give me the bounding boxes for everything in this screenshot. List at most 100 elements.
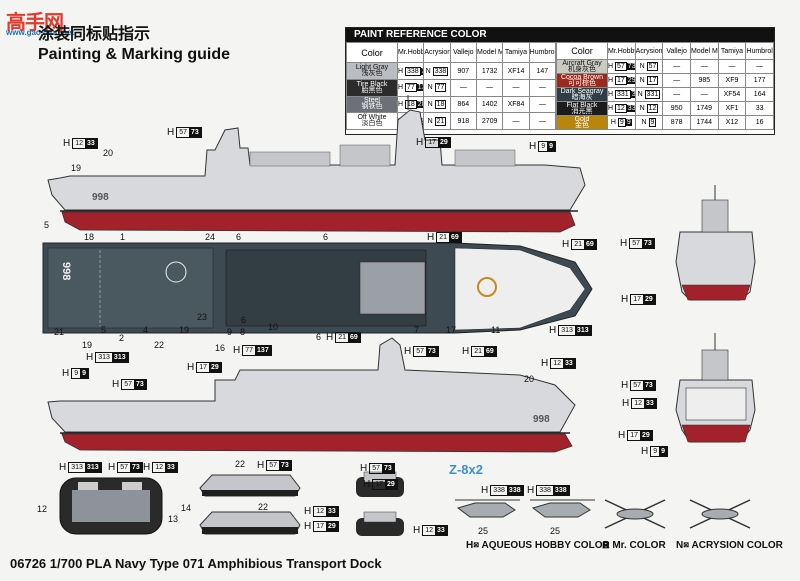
part-number: 19	[71, 163, 82, 173]
part-number: 19	[179, 325, 190, 335]
paint-table-cell: N 9	[634, 115, 664, 130]
part-number: 10	[268, 322, 279, 332]
part-number: 25	[550, 526, 561, 536]
legend-mr-text: Mr. COLOR	[612, 540, 666, 551]
legend-aqueous: H⊠ AQUEOUS HOBBY COLOR	[466, 540, 610, 551]
part-number: 6	[236, 232, 242, 242]
part-number: 18	[84, 232, 95, 242]
part-number: 24	[205, 232, 216, 242]
paint-table-cell: 164	[745, 87, 774, 102]
paint-table-cell: N 21	[423, 112, 451, 130]
part-number: 19	[82, 340, 93, 350]
paint-table-title: PAINT REFERENCE COLOR	[346, 28, 774, 42]
part-number: 2	[119, 333, 125, 343]
paint-table-header: Mr.Hobby	[396, 41, 425, 64]
hovercraft-end-view	[356, 471, 404, 536]
part-number: 6	[323, 232, 329, 242]
part-number: 1	[120, 232, 126, 242]
part-number: 12	[37, 504, 48, 514]
paint-table-header: Acrysion	[423, 41, 451, 64]
site-logo: 高手网 www.gaoshou.net	[6, 6, 74, 40]
part-number: 22	[235, 459, 246, 469]
part-number: 11	[491, 325, 501, 335]
ship-deck-plan: 998	[42, 242, 593, 334]
part-number: 6	[316, 332, 322, 342]
legend-aqueous-text: AQUEOUS HOBBY COLOR	[481, 540, 610, 551]
paint-table-header: Color	[346, 41, 398, 64]
part-number: 5	[44, 220, 50, 230]
legend-mr: ⊠ Mr. COLOR	[602, 540, 666, 551]
logo-url: www.gaoshou.net	[6, 28, 75, 37]
hovercraft-side-view	[199, 474, 301, 535]
part-number: 8	[240, 327, 246, 337]
paint-table-header: Humbrol	[528, 41, 557, 64]
page-title: Painting & Marking guide	[38, 46, 231, 63]
footer-product-title: 06726 1/700 PLA Navy Type 071 Amphibious…	[10, 556, 382, 571]
part-number: 22	[258, 502, 269, 512]
part-number: 17	[446, 325, 457, 335]
ship-bow-view	[675, 185, 756, 301]
hovercraft-top-view	[59, 477, 163, 535]
ship-side-view-bottom: 998	[47, 337, 576, 453]
page-title-cn: 涂装同标贴指示	[38, 26, 151, 43]
paint-table-cell: 2709	[475, 112, 504, 130]
helicopter-top-views	[604, 499, 751, 529]
ship-stern-view	[675, 333, 756, 443]
paint-table-cell: N 338	[423, 62, 451, 80]
part-number: 25	[478, 526, 489, 536]
paint-table-cell: 878	[662, 115, 691, 130]
svg-text:998: 998	[533, 414, 550, 425]
helicopter-side-views	[455, 499, 595, 518]
part-number: 20	[524, 374, 535, 384]
legend-acrysion-text: ACRYSION COLOR	[691, 540, 783, 551]
logo-text: 高手网	[6, 12, 64, 34]
ship-side-view-top: 998	[47, 95, 586, 233]
part-number: 20	[103, 148, 114, 158]
paint-table-header: Vallejo	[449, 41, 477, 64]
part-number: 6	[241, 315, 247, 325]
svg-text:998: 998	[60, 262, 72, 280]
part-number: 5	[101, 325, 107, 335]
paint-table-header: Model Master	[475, 41, 504, 64]
paint-table-cell: 918	[449, 112, 477, 130]
legend-acrysion: N⊠ ACRYSION COLOR	[676, 540, 783, 551]
paint-table-cell: 16	[745, 115, 774, 130]
